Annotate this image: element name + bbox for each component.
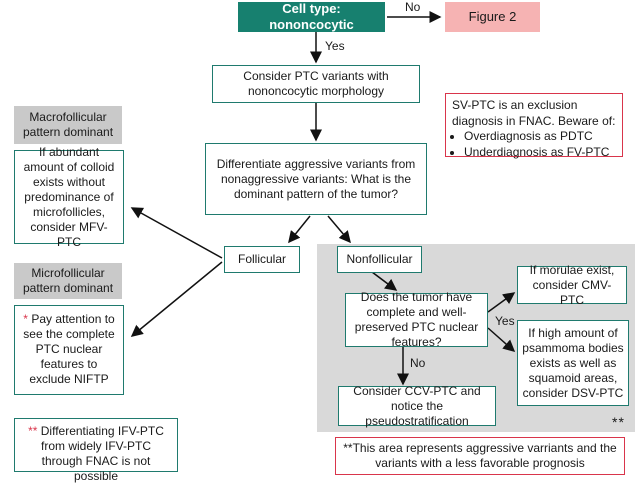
footnote-marker: ** (343, 441, 353, 455)
footnote-text: This area represents aggressive varriant… (352, 441, 617, 470)
start-node: Cell type: nononcocytic (238, 1, 385, 32)
question-node: Does the tumor have complete and well-pr… (345, 290, 488, 349)
sv-ptc-note-intro: SV-PTC is an exclusion diagnosis in FNAC… (452, 98, 616, 128)
arrow-diff-to-nonfollicular (327, 215, 351, 244)
arrow-diff-to-follicular (288, 215, 311, 244)
micro-note-text: Differentiating IFV-PTC from widely IFV-… (40, 424, 164, 483)
consider-ptc-node: Consider PTC variants with nononcocytic … (212, 65, 420, 103)
figure2-node: Figure 2 (445, 2, 540, 32)
arrow-nonfollicular-to-question (371, 271, 398, 291)
micro-header: Microfollicular pattern dominant (14, 263, 122, 299)
macro-box: If abundant amount of colloid exists wit… (14, 145, 124, 249)
macro-header: Macrofollicular pattern dominant (14, 106, 122, 144)
nonfollicular-node: Nonfollicular (337, 246, 422, 273)
micro-box: * Pay attention to see the complete PTC … (14, 305, 124, 395)
arrow-question-to-dsv (487, 327, 516, 352)
arrow-follicular-to-micro (130, 261, 223, 337)
micro-box-text: Pay attention to see the complete PTC nu… (23, 312, 115, 386)
no-label: No (405, 0, 421, 14)
yes-label: Yes (325, 39, 345, 53)
question-yes-label: Yes (495, 314, 515, 328)
follicular-node: Follicular (224, 246, 300, 273)
micro-marker: * (23, 312, 28, 326)
sv-ptc-note-item: Overdiagnosis as PDTC (464, 129, 616, 145)
arrow-question-to-cmv (487, 292, 516, 313)
footnote: **This area represents aggressive varria… (335, 437, 625, 475)
question-no-label: No (410, 356, 426, 370)
arrow-follicular-to-macro (130, 207, 223, 259)
sv-ptc-note: SV-PTC is an exclusion diagnosis in FNAC… (445, 93, 623, 159)
cmv-node: If morulae exist, consider CMV-PTC (517, 263, 627, 307)
micro-note-marker: ** (28, 424, 38, 438)
differentiate-node: Differentiate aggressive variants from n… (205, 143, 427, 215)
sv-ptc-note-item: Underdiagnosis as FV-PTC (464, 145, 616, 161)
ccv-node: Consider CCV-PTC and notice the pseudost… (338, 384, 496, 428)
dsv-node: If high amount of psammoma bodies exists… (517, 320, 629, 406)
micro-note: ** Differentiating IFV-PTC from widely I… (14, 418, 178, 483)
aggressive-area-marker: ** (612, 414, 625, 430)
